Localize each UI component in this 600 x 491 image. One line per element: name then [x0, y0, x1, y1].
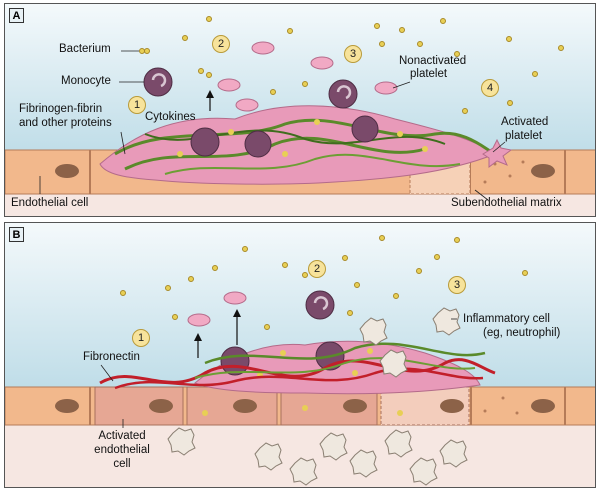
step-4-marker-a: 4 [481, 79, 499, 97]
panel-a: A Bacterium Monocyte Fibrinogen-fibrin a… [4, 3, 596, 217]
panel-b: B Fibronectin Inflammatory cell (eg, neu… [4, 222, 596, 488]
monocyte-label: Monocyte [61, 75, 111, 87]
monocyte-b [305, 290, 335, 320]
fibrinogen-label-line1: Fibrinogen-fibrin [19, 103, 103, 115]
monocyte-a [143, 67, 173, 97]
step-3-marker-b: 3 [448, 276, 466, 294]
inflammatory-cell-label-line1: Inflammatory cell [463, 313, 550, 325]
panel-b-letter: B [9, 227, 24, 242]
activated-endothelial-label-line3: cell [113, 458, 131, 470]
step-3-marker-a: 3 [344, 45, 362, 63]
step-1-marker-a: 1 [128, 96, 146, 114]
activated-label-line1: Activated [501, 116, 549, 128]
activated-label-line2: platelet [505, 130, 543, 142]
fibronectin-label: Fibronectin [83, 351, 140, 363]
panel-a-letter: A [9, 8, 24, 23]
activated-endothelial-label-line2: endothelial [94, 444, 150, 456]
bacterium-label: Bacterium [59, 43, 111, 55]
inflammatory-cells-b [167, 307, 468, 486]
step-2-marker-a: 2 [212, 35, 230, 53]
nonactivated-platelets-a [217, 41, 398, 112]
platelet-aggregate-a [99, 105, 497, 185]
step-1-marker-b: 1 [132, 329, 150, 347]
bacteria-b [120, 235, 528, 330]
platelet-aggregate-b [194, 340, 481, 395]
activated-endothelial-label-line1: Activated [98, 430, 146, 442]
subendothelial-matrix-label: Subendothelial matrix [451, 197, 562, 209]
activated-platelet-a [482, 138, 513, 168]
inflammatory-cell-label-line2: (eg, neutrophil) [483, 327, 561, 339]
endothelial-cell-label: Endothelial cell [11, 197, 89, 209]
fibrinogen-label-line2: and other proteins [19, 117, 112, 129]
cytokines-label: Cytokines [145, 111, 196, 123]
nonactivated-platelets-b [187, 291, 247, 327]
bacteria-a [139, 16, 564, 114]
cytokine-arrows-b [194, 309, 241, 358]
nonactivated-label-line2: platelet [410, 68, 448, 80]
step-2-marker-b: 2 [308, 260, 326, 278]
nonactivated-label-line1: Nonactivated [399, 55, 467, 67]
panel-a-illustration [5, 4, 595, 216]
panel-b-illustration [5, 223, 595, 487]
fibronectin-strands [99, 342, 496, 390]
